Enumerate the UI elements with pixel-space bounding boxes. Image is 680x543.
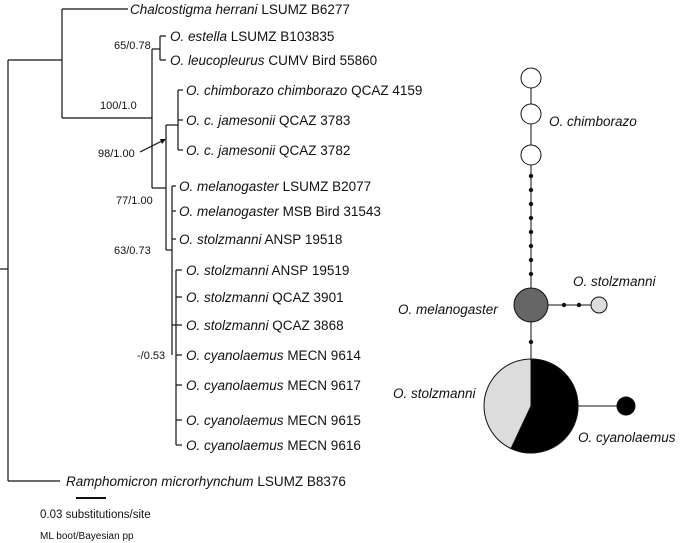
mutation-step	[561, 302, 567, 308]
taxon-label: O. c. jamesonii QCAZ 3783	[186, 113, 350, 128]
haplotype-chimborazo-node	[520, 67, 542, 89]
network-label-stolzmanni: O. stolzmanni	[573, 274, 657, 289]
support-legend: ML boot/Bayesian pp	[40, 531, 134, 542]
network-label-chimborazo: O. chimborazo	[549, 114, 637, 129]
pie-slice-cyanolaemus	[510, 358, 579, 454]
taxon-label: O. cyanolaemus MECN 9616	[186, 438, 361, 453]
taxon-label: Ramphomicron microrhynchum LSUMZ B8376	[66, 474, 346, 489]
taxon-labels: Chalcostigma herrani LSUMZ B6277 O. este…	[66, 2, 422, 489]
mutation-step	[528, 339, 534, 345]
taxon-label: O. melanogaster MSB Bird 31543	[179, 204, 381, 219]
scale-bar-label: 0.03 substitutions/site	[40, 509, 151, 521]
support-value: 98/1.00	[98, 148, 135, 160]
taxon-label: O. melanogaster LSUMZ B2077	[179, 179, 371, 194]
taxon-label: O. stolzmanni QCAZ 3901	[186, 290, 344, 305]
haplotype-melanogaster-node	[513, 287, 549, 323]
taxon-label: O. cyanolaemus MECN 9614	[186, 348, 361, 363]
mutation-step	[528, 201, 534, 207]
taxon-label: O. c. jamesonii QCAZ 3782	[186, 143, 350, 158]
mutation-step	[528, 229, 534, 235]
network-label-cyanolaemus: O. cyanolaemus	[578, 430, 676, 445]
taxon-label: Chalcostigma herrani LSUMZ B6277	[130, 2, 350, 17]
haplotype-cyanolaemus-node	[616, 396, 636, 416]
taxon-label: O. leucopleurus CUMV Bird 55860	[170, 53, 377, 68]
support-values: 65/0.78 100/1.0 98/1.00 77/1.00 63/0.73 …	[98, 40, 165, 362]
network-label-stolzmanni: O. stolzmanni	[393, 386, 477, 401]
mutation-step	[528, 173, 534, 179]
haplotype-shared-pie	[483, 358, 579, 454]
scale-bar: 0.03 substitutions/site ML boot/Bayesian…	[40, 497, 151, 542]
haplotype-chimborazo-node	[520, 144, 542, 166]
mutation-step	[528, 243, 534, 249]
support-value: 63/0.73	[114, 245, 151, 257]
tree-branches	[0, 8, 183, 482]
taxon-label: O. chimborazo chimborazo QCAZ 4159	[186, 83, 422, 98]
mutation-step	[528, 271, 534, 277]
taxon-label: O. stolzmanni ANSP 19519	[186, 263, 349, 278]
taxon-label: O. estella LSUMZ B103835	[170, 29, 334, 44]
network-label-melanogaster: O. melanogaster	[398, 302, 498, 317]
support-value: 77/1.00	[116, 195, 153, 207]
haplotype-network: O. chimborazo O. stolzmanni O. melanogas…	[393, 67, 676, 454]
support-value: -/0.53	[137, 350, 165, 362]
taxon-label: O. cyanolaemus MECN 9617	[186, 378, 361, 393]
haplotype-stolzmanni-node	[590, 296, 608, 314]
mutation-steps	[528, 173, 582, 345]
taxon-label: O. stolzmanni QCAZ 3868	[186, 318, 344, 333]
mutation-step	[528, 187, 534, 193]
mutation-step	[528, 257, 534, 263]
mutation-step	[576, 302, 582, 308]
taxon-label: O. stolzmanni ANSP 19518	[179, 232, 342, 247]
taxon-label: O. cyanolaemus MECN 9615	[186, 413, 361, 428]
support-value: 65/0.78	[114, 40, 151, 52]
mutation-step	[528, 215, 534, 221]
haplotype-chimborazo-node	[520, 103, 542, 125]
support-value: 100/1.0	[100, 100, 137, 112]
